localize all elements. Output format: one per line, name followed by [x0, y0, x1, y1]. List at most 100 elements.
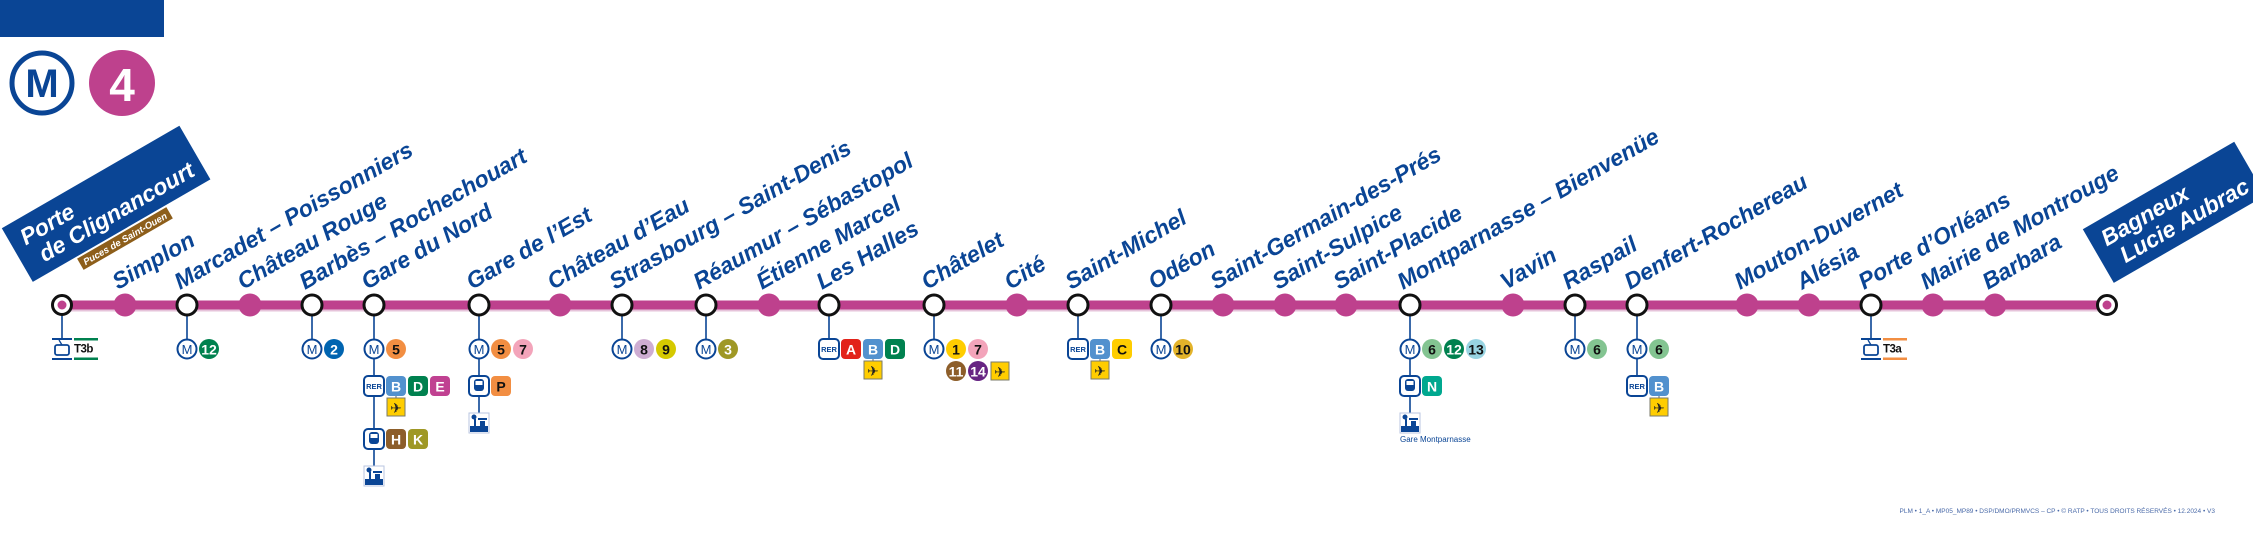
tram-badge-top — [74, 338, 98, 341]
train-line-badge-H[interactable]: H — [386, 429, 406, 449]
metro-line-number: 10 — [1175, 342, 1191, 358]
rer-line-badge-A[interactable]: A — [841, 339, 861, 359]
airport-icon-box — [1090, 360, 1110, 380]
rer-line-badge-B[interactable]: B — [1090, 339, 1110, 359]
metro-logo: M — [9, 50, 75, 116]
airport-icon: ✈ — [386, 397, 406, 417]
interchange-station-marker — [362, 293, 386, 317]
metro-line-number: 11 — [949, 364, 964, 380]
rer-line-badge-bg — [1090, 339, 1110, 359]
station-name: Cité — [1000, 250, 1051, 294]
interchange-station-marker — [817, 293, 841, 317]
train-line-badge-K[interactable]: K — [408, 429, 428, 449]
metro-icon-letter: M — [1632, 342, 1643, 357]
rer-line-badge-B[interactable]: B — [386, 376, 406, 396]
rer-icon-box — [818, 338, 840, 360]
metro-line-badge-6[interactable]: 6 — [1587, 339, 1607, 359]
metro-line-badge-7[interactable]: 7 — [513, 339, 533, 359]
metro-icon-ring — [301, 338, 323, 360]
metro-line-number: 9 — [662, 342, 670, 358]
metro-icon-ring — [363, 338, 385, 360]
metro-icon: M — [1564, 338, 1586, 360]
metro-logo-letter: M — [25, 62, 58, 106]
metro-line-badge-13[interactable]: 13 — [1466, 339, 1486, 359]
rer-line-letter: C — [1117, 342, 1127, 358]
metro-line-number: 13 — [1468, 342, 1484, 358]
rer-icon-box — [1626, 375, 1648, 397]
metro-line-badge-bg — [1444, 339, 1464, 359]
tram-badge-bottom — [74, 357, 98, 360]
tram-line-badge-T3a[interactable]: T3a — [1883, 338, 1907, 360]
rer-line-badge-E[interactable]: E — [430, 376, 450, 396]
airport-icon-box — [386, 397, 406, 417]
metro-icon-ring — [1150, 338, 1172, 360]
metro-line-badge-8[interactable]: 8 — [634, 339, 654, 359]
metro-line-badge-11[interactable]: 11 — [946, 361, 966, 381]
rer-line-badge-D[interactable]: D — [885, 339, 905, 359]
metro-icon: M — [923, 338, 945, 360]
metro-line-badge-1[interactable]: 1 — [946, 339, 966, 359]
rer-line-badge-bg — [1112, 339, 1132, 359]
metro-icon-letter: M — [182, 342, 193, 357]
mainline-icon-clock — [1402, 414, 1408, 420]
metro-line-number: 6 — [1428, 342, 1436, 358]
metro-line-badge-10[interactable]: 10 — [1173, 339, 1193, 359]
connection-row-mainline — [363, 465, 385, 487]
station-connections: M 12 — [176, 313, 219, 360]
metro-line-badge-12[interactable]: 12 — [199, 339, 219, 359]
rer-line-badge-C[interactable]: C — [1112, 339, 1132, 359]
rer-line-badge-B[interactable]: B — [863, 339, 883, 359]
tram-icon-bottom — [52, 358, 72, 360]
metro-line-badge-3[interactable]: 3 — [718, 339, 738, 359]
metro-line-badge-9[interactable]: 9 — [656, 339, 676, 359]
tram-icon — [1861, 338, 1881, 360]
airplane-icon: ✈ — [390, 400, 402, 416]
rer-line-letter: B — [1654, 379, 1664, 395]
station-marker — [757, 293, 781, 317]
header-bar — [0, 0, 164, 37]
train-line-badge-N[interactable]: N — [1422, 376, 1442, 396]
rer-line-badge-B[interactable]: B — [1649, 376, 1669, 396]
metro-icon: M — [301, 338, 323, 360]
metro-line-badge-12[interactable]: 12 — [1444, 339, 1464, 359]
metro-line-badge-2[interactable]: 2 — [324, 339, 344, 359]
metro-line-badge-6[interactable]: 6 — [1649, 339, 1669, 359]
metro-line-badge-7[interactable]: 7 — [968, 339, 988, 359]
station-marker — [548, 293, 572, 317]
metro-icon: M — [176, 338, 198, 360]
metro-icon: M — [695, 338, 717, 360]
connection-row-train: N — [1399, 375, 1442, 397]
tram-line-badge-T3b[interactable]: T3b — [74, 338, 98, 360]
rer-line-badge-bg — [841, 339, 861, 359]
rer-line-letter: B — [868, 342, 878, 358]
metro-line-badge-6[interactable]: 6 — [1422, 339, 1442, 359]
mainline-icon-roof — [478, 418, 487, 420]
metro-line-number: 5 — [497, 342, 505, 358]
train-icon — [468, 375, 490, 397]
metro-line-badge-14[interactable]: 14 — [968, 361, 988, 381]
interchange-station-marker — [467, 293, 491, 317]
metro-line-badge-5[interactable]: 5 — [386, 339, 406, 359]
metro-line-badge-5[interactable]: 5 — [491, 339, 511, 359]
train-icon-window — [1406, 381, 1414, 385]
metro-icon-letter: M — [701, 342, 712, 357]
rer-line-badge-D[interactable]: D — [408, 376, 428, 396]
train-line-badge-P[interactable]: P — [491, 376, 511, 396]
metro-icon-ring — [923, 338, 945, 360]
